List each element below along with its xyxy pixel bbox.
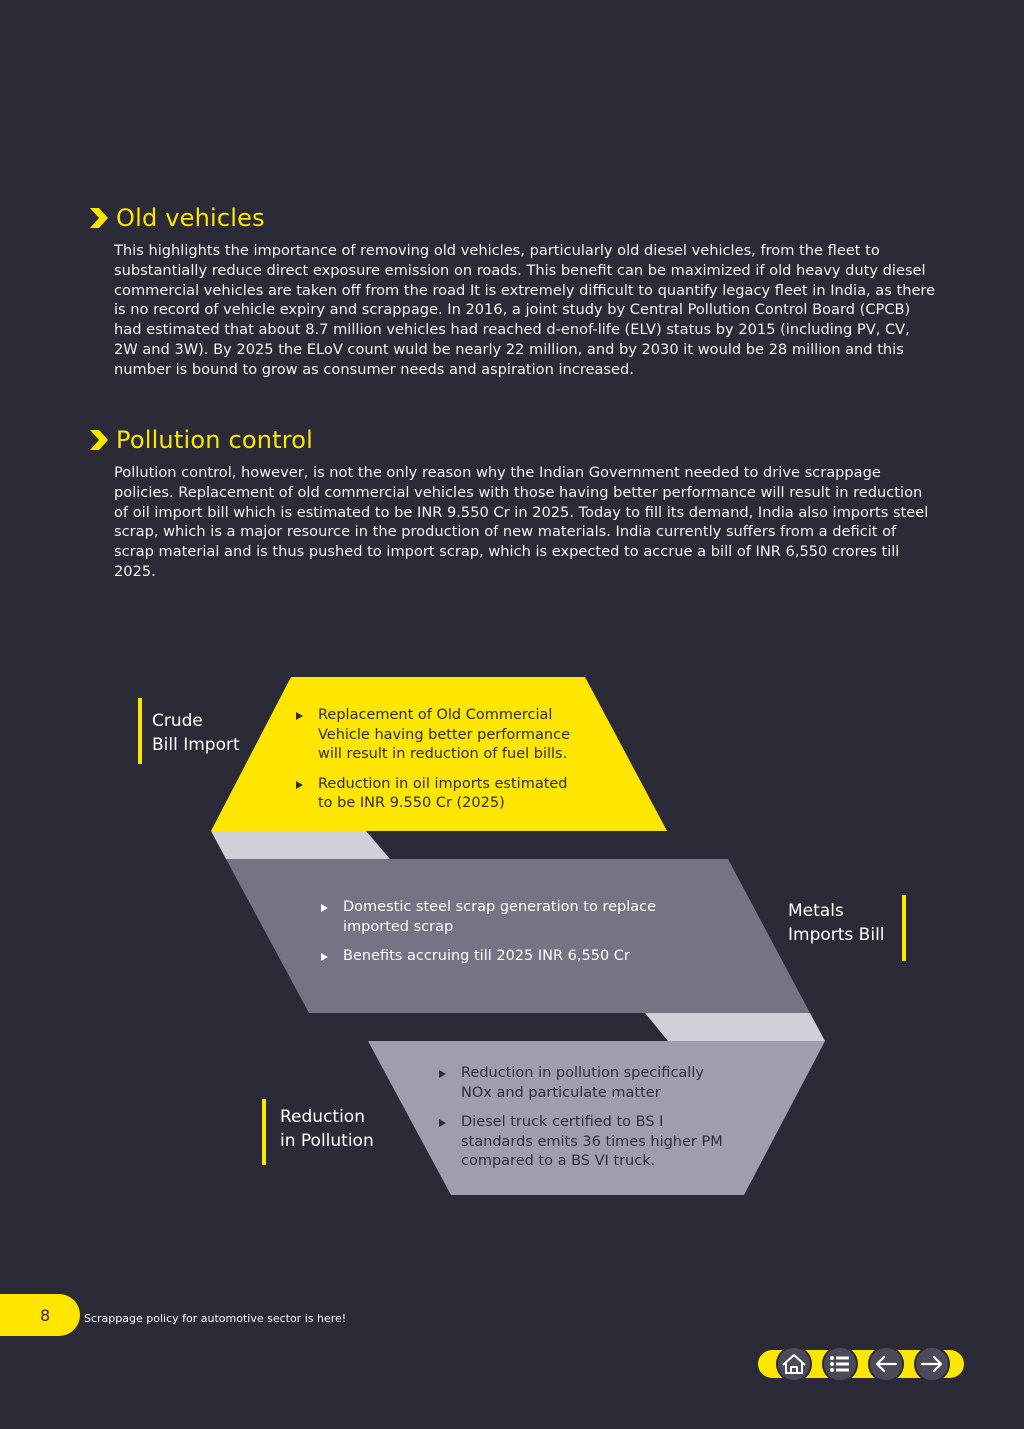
bullet-list-pollution: Reduction in pollution specifically NOx …: [439, 1064, 739, 1182]
bullet-triangle-icon: [321, 904, 328, 912]
list-item: Reduction in oil imports estimated to be…: [296, 775, 586, 814]
list-item: Benefits accruing till 2025 INR 6,550 Cr: [321, 947, 681, 967]
connector-strip: [211, 831, 390, 859]
bullet-triangle-icon: [296, 712, 303, 720]
bullet-list-metals: Domestic steel scrap generation to repla…: [321, 898, 681, 977]
navigation-bar: [758, 1346, 964, 1382]
section-body: Pollution control, however, is not the o…: [114, 464, 929, 580]
chevron-right-icon: [90, 430, 108, 450]
list-icon[interactable]: [822, 1346, 858, 1382]
block-reduction-in-pollution: [368, 1041, 825, 1195]
section-body: This highlights the importance of removi…: [114, 242, 936, 378]
label-reduction-in-pollution: Reduction in Pollution: [280, 1107, 374, 1151]
label-accent-bar: [138, 698, 142, 764]
section-title: Pollution control: [116, 426, 314, 454]
section-title: Old vehicles: [116, 204, 265, 232]
chevron-right-icon: [90, 208, 108, 228]
page-number-tab: [0, 1294, 80, 1336]
bullet-triangle-icon: [296, 780, 303, 789]
list-item: Domestic steel scrap generation to repla…: [321, 898, 681, 937]
label-metals-imports-bill: Metals Imports Bill: [788, 901, 885, 945]
page-number: 8: [40, 1306, 51, 1325]
label-accent-bar: [902, 895, 906, 961]
section-heading-pollution-control: Pollution control: [88, 426, 313, 454]
list-item: Replacement of Old Commercial Vehicle ha…: [296, 706, 586, 765]
bullet-list-crude: Replacement of Old Commercial Vehicle ha…: [296, 706, 586, 824]
arrow-left-icon[interactable]: [868, 1346, 904, 1382]
label-crude-bill-import: Crude Bill Import: [152, 711, 240, 755]
section-heading-old-vehicles: Old vehicles: [88, 204, 265, 232]
footer-title: Scrappage policy for automotive sector i…: [84, 1312, 347, 1325]
bullet-triangle-icon: [439, 1119, 446, 1127]
bullet-triangle-icon: [321, 953, 328, 961]
home-icon[interactable]: [776, 1346, 812, 1382]
list-item: Reduction in pollution specifically NOx …: [439, 1064, 739, 1103]
block-crude-bill-import: [211, 677, 667, 831]
arrow-right-icon[interactable]: [914, 1346, 950, 1382]
label-accent-bar: [262, 1099, 266, 1165]
list-item: Diesel truck certified to BS I standards…: [439, 1113, 739, 1172]
connector-strip: [645, 1013, 825, 1041]
bullet-triangle-icon: [439, 1070, 446, 1078]
block-metals-imports-bill: [226, 859, 810, 1013]
